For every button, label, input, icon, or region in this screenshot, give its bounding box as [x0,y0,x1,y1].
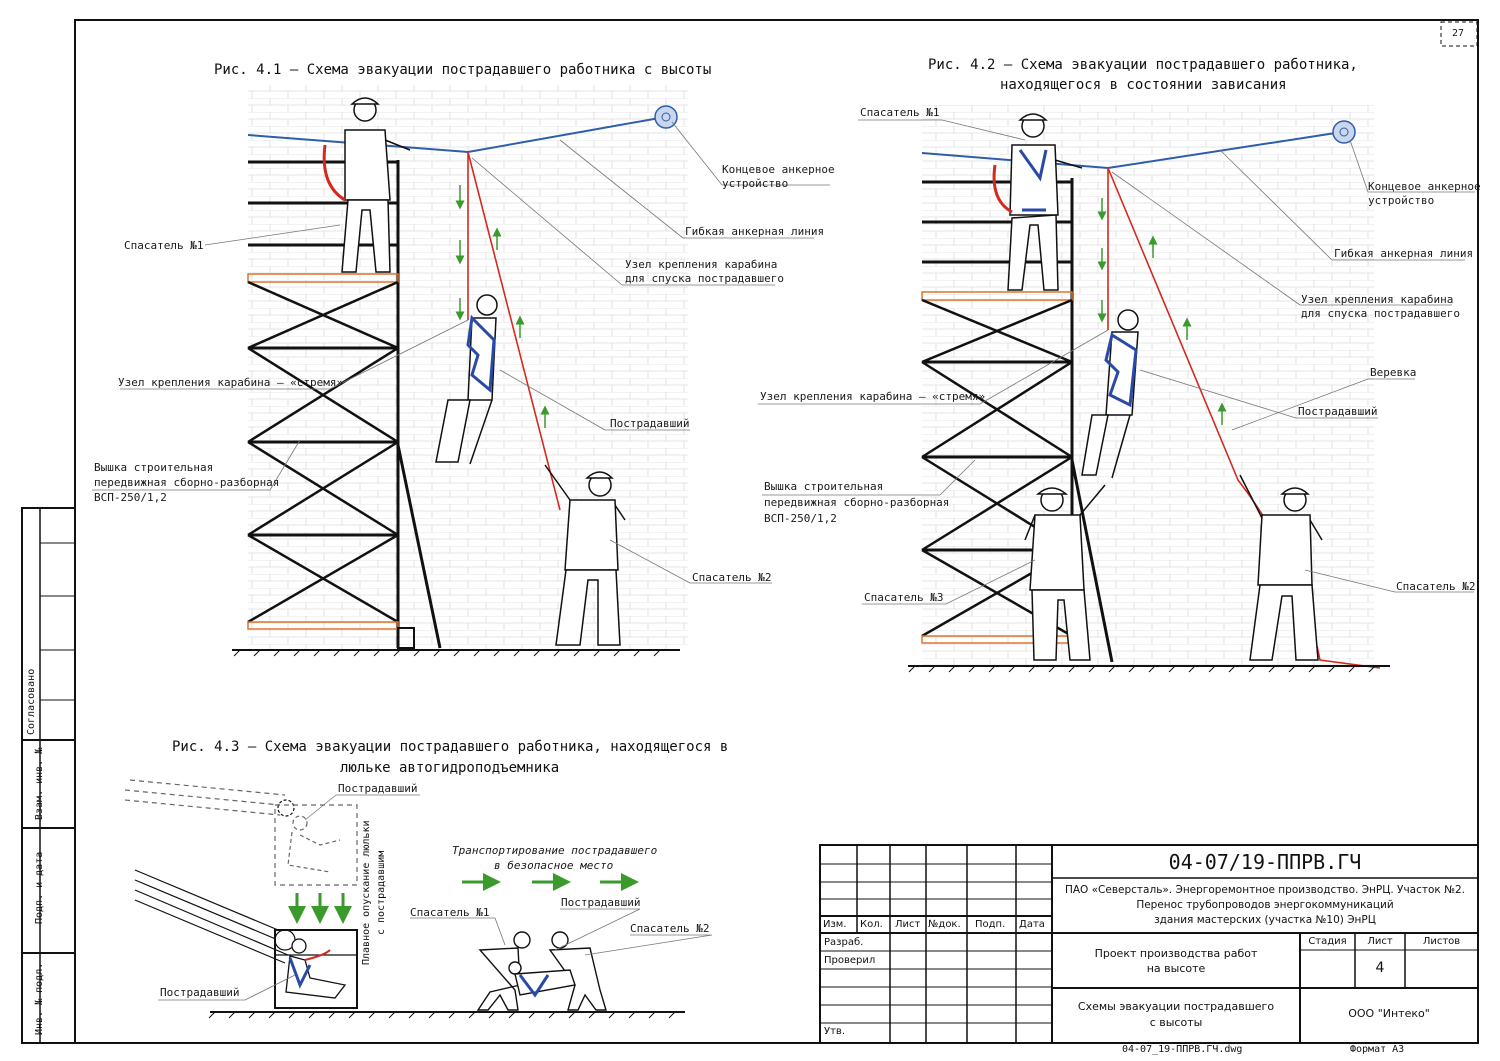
fig3-lowering-label-1: Плавное опускание люльки [361,820,372,966]
sheet-format: Формат А3 [1350,1044,1405,1055]
fig1-node-label-2: для спуска пострадавшего [625,272,784,285]
fig2-stirrup-label: Узел крепления карабина – «стремя» [760,390,986,403]
fig-4-2-title-line-2: находящегося в состоянии зависания [1000,77,1287,93]
victim-2-figure [1081,309,1139,479]
fig3-victim-bottom-label: Пострадавший [160,986,240,999]
rescuer-3-figure [1024,484,1106,661]
stamp-inv-vzam: Взам. инв. № [34,747,45,820]
row-razrab: Разраб. [824,937,864,948]
lowering-arrows [288,893,352,924]
col-ndok: №док. [928,919,961,930]
col-data: Дата [1019,919,1045,930]
row-proveril: Проверил [824,955,876,966]
fig-4-2-title-line-1: Рис. 4.2 – Схема эвакуации пострадавшего… [928,57,1358,73]
figure-4-2 [758,105,1475,673]
fig3-rescuer2-label: Спасатель №2 [630,922,710,935]
end-anchor-icon-1 [654,105,678,129]
victim-in-basket-bottom [285,938,347,999]
lift-basket-top [274,804,358,886]
listov-header: Листов [1422,936,1461,947]
doc-code: 04-07/19-ППРВ.ГЧ [1168,850,1362,874]
fig-4-1-title: Рис. 4.1 – Схема эвакуации пострадавшего… [214,62,712,78]
col-izm: Изм. [823,919,847,930]
lift-boom [124,779,296,964]
project-line-2: на высоте [1146,962,1206,975]
fig2-tower-label-3: ВСП-250/1,2 [764,512,837,525]
rescuer-2-figure [544,464,626,646]
sheet-number: 4 [1375,960,1385,976]
fig2-node-label-1: Узел крепления карабина [1301,293,1454,306]
motion-arrows-2 [1097,198,1227,425]
rope-1 [467,151,561,511]
fig-4-3-title-line-1: Рис. 4.3 – Схема эвакуации пострадавшего… [172,739,729,755]
fig2-node-label-2: для спуска пострадавшего [1301,307,1460,320]
fig3-victim-mid-label: Пострадавший [561,896,641,909]
fig2-tower-label-1: Вышка строительная [764,480,884,493]
org-line-3: здания мастерских (участка №10) ЭнРЦ [1154,914,1376,926]
fig1-tower-label-3: ВСП-250/1,2 [94,491,167,504]
org-line-1: ПАО «Северсталь». Энергоремонтное произв… [1064,884,1466,896]
victim-in-basket-top [287,815,341,873]
list-header: Лист [1367,936,1393,947]
page-number: 27 [1452,28,1465,39]
fig2-rescuer3-label: Спасатель №3 [864,591,944,604]
col-podp: Подп. [975,919,1006,930]
col-kol: Кол. [860,919,883,930]
fig3-transport-label-1: Транспортирование пострадавшего [452,844,658,857]
title-block-grid [819,844,1479,1044]
figure-4-3 [124,779,713,1019]
fig1-end-anchor-label-2: устройство [722,177,789,190]
fig1-tower-label-1: Вышка строительная [94,461,214,474]
fig1-rescuer2-label: Спасатель №2 [692,571,772,584]
leader-lines-2 [758,119,1475,605]
file-name: 04-07_19-ППРВ.ГЧ.dwg [1122,1044,1243,1055]
side-stamp [21,507,76,1044]
fig2-victim-label: Пострадавший [1298,405,1378,418]
drawing-name-line-1: Схемы эвакуации пострадавшего [1077,1000,1275,1013]
lift-basket-bottom [274,929,358,1009]
rescuer-2-figure-2 [1239,474,1323,661]
fig2-rope-label: Веревка [1370,366,1417,379]
leader-lines-3 [158,794,713,1001]
fig2-end-anchor-label-2: устройство [1368,194,1435,207]
org-line-2: Перенос трубопроводов энергокоммуникаций [1136,899,1394,911]
rescuer-1-figure-2 [992,113,1083,291]
fig1-flex-line-label: Гибкая анкерная линия [685,225,825,238]
fig2-rescuer2-label: Спасатель №2 [1396,580,1476,593]
figure-4-1 [92,85,830,657]
stamp-sign-date: Подп. и дата [34,851,45,924]
fig1-stirrup-label: Узел крепления карабина – «стремя» [118,376,344,389]
fig3-victim-top-label: Пострадавший [338,782,418,795]
fig1-end-anchor-label-1: Концевое анкерное [722,163,835,176]
fig1-node-label-1: Узел крепления карабина [625,258,778,271]
project-line-1: Проект производства работ [1094,947,1258,960]
fig2-end-anchor-label-1: Концевое анкерное [1368,180,1481,193]
leader-lines-1 [92,121,830,584]
fig2-flex-line-label: Гибкая анкерная линия [1334,247,1474,260]
fig3-transport-label-2: в безопасное место [494,859,614,872]
end-anchor-icon-2 [1332,120,1356,144]
company-name: ООО "Интеко" [1348,1007,1430,1020]
fig2-tower-label-2: передвижная сборно-разборная [764,496,950,509]
fig3-rescuer1-label: Спасатель №1 [410,906,490,919]
fig1-victim-label: Пострадавший [610,417,690,430]
page-number-box [1440,21,1478,47]
row-utv: Утв. [824,1026,845,1037]
fig3-lowering-label-2: с пострадавшим [376,850,387,935]
stamp-agreed: Согласовано [26,668,37,735]
fig1-tower-label-2: передвижная сборно-разборная [94,476,280,489]
rescuer-1-figure [322,97,411,273]
victim-1-figure [435,294,498,465]
fig2-rescuer1-label: Спасатель №1 [860,106,940,119]
fig1-rescuer1-label: Спасатель №1 [124,239,204,252]
carry-group-figure [476,931,607,1011]
col-list: Лист [895,919,921,930]
motion-arrows-1 [455,185,550,428]
fig-4-3-title-line-2: люльке автогидроподъемника [340,760,560,776]
stamp-inv-orig: Инв. № подл. [34,962,45,1035]
stadiya-header: Стадия [1308,936,1347,947]
drawing-name-line-2: с высоты [1149,1016,1203,1029]
